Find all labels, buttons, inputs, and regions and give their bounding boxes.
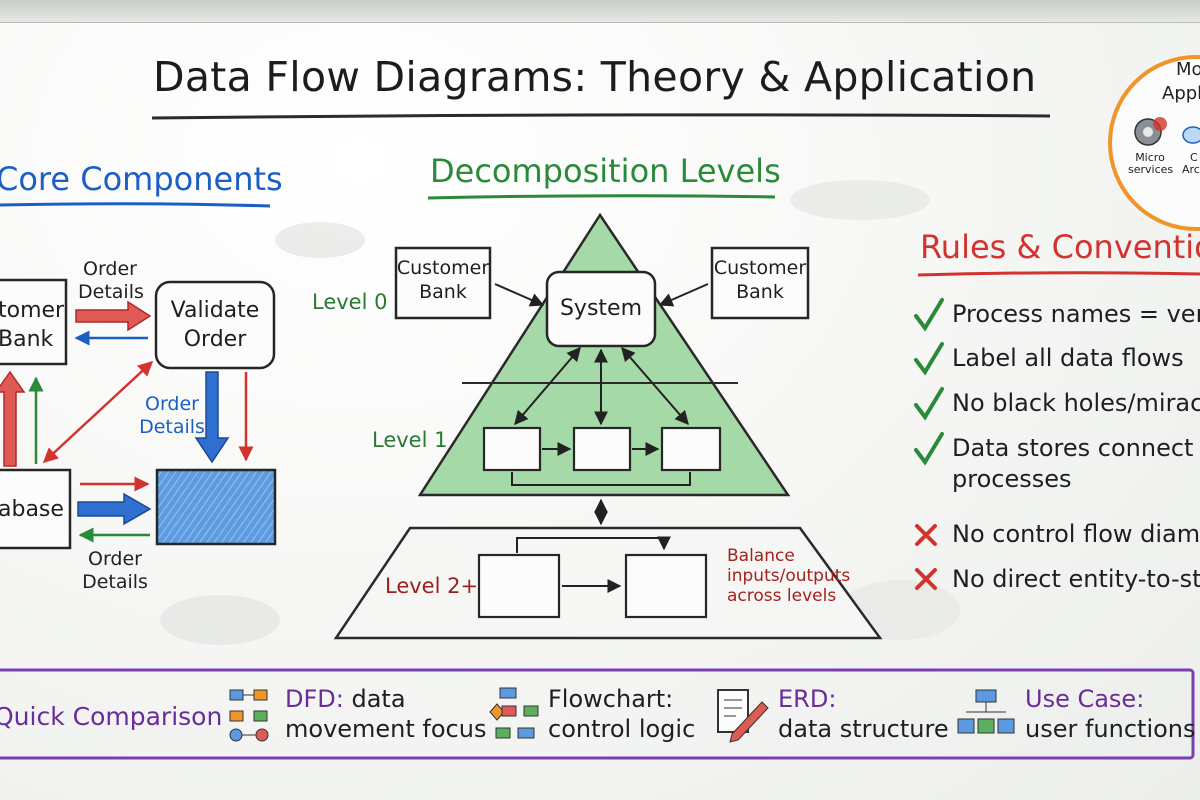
flow-arrow-red [75, 300, 152, 332]
rule-item: Label all data flows [952, 344, 1184, 372]
level1-box-1 [482, 426, 542, 472]
rule-item: Process names = verb+ [952, 300, 1200, 328]
microservices-label: Micro services [1128, 151, 1174, 176]
hierarchy-icon [957, 689, 1015, 734]
comparison-item-use-case: Use Case: user functions [1025, 685, 1196, 743]
entity-right-box [710, 246, 810, 320]
flow-arrow-blue-down [194, 371, 230, 464]
whiteboard-frame [0, 0, 1200, 23]
level-0-label: Level 0 [312, 290, 388, 314]
level-2-label: Level 2+ [385, 574, 479, 598]
entity-left-box [394, 246, 492, 320]
gear-icon [1134, 117, 1167, 146]
title-underline [151, 113, 1051, 120]
cloud-architecture-label: C Archi [1182, 151, 1200, 176]
comparison-item-erd: ERD: data structure [778, 685, 949, 743]
database-box [0, 468, 72, 550]
entity-left-label: Customer Bank [396, 257, 490, 303]
cloud-icon [1182, 126, 1200, 144]
level2-box-2 [624, 553, 708, 619]
check-icon [914, 432, 944, 466]
level2-box-1 [477, 553, 561, 619]
rules-heading-underline [917, 271, 1200, 277]
page-title: Data Flow Diagrams: Theory & Application [153, 53, 1037, 101]
core-heading-underline [0, 202, 271, 208]
database-label: abase [0, 497, 64, 522]
flow-label-order-details: Order Details [139, 393, 205, 438]
dfd-diagram-icon [229, 689, 269, 742]
decomp-heading-underline [427, 194, 776, 200]
level-1-label: Level 1 [372, 428, 448, 452]
flow-arrow-red-diagonal [42, 360, 154, 464]
rule-item-continued: processes [952, 465, 1072, 493]
rule-item-dont: No control flow diamo [952, 520, 1200, 548]
check-icon [914, 342, 944, 376]
flow-label-order-details: Order Details [82, 548, 148, 593]
process-box [154, 280, 276, 370]
flowchart-icon [489, 687, 539, 739]
external-entity-label: tomer Bank [0, 298, 65, 352]
external-entity-box [0, 278, 68, 366]
system-label: System [559, 296, 643, 321]
cross-icon [915, 568, 937, 590]
process-label: Validate Order [170, 298, 260, 352]
comparison-item-flowchart: Flowchart: control logic [548, 685, 696, 743]
system-box [545, 270, 657, 348]
data-store-box [155, 468, 277, 546]
rule-item-dont: No direct entity-to-st [952, 565, 1200, 593]
rules-heading: Rules & Conventio [920, 228, 1200, 266]
comparison-item-dfd: DFD: data movement focus [285, 685, 487, 743]
modern-applications-title: Mo Appli [1162, 59, 1200, 104]
rule-item: Data stores connect o [952, 434, 1200, 462]
check-icon [914, 387, 944, 421]
flow-arrow-red-up [0, 370, 26, 467]
core-components-heading: Core Components [0, 160, 283, 198]
decomposition-heading: Decomposition Levels [430, 152, 781, 190]
entity-right-label: Customer Bank [713, 257, 807, 303]
quick-comparison-heading: Quick Comparison [0, 702, 223, 731]
level1-box-2 [572, 426, 632, 472]
cross-icon [915, 524, 937, 546]
rule-item: No black holes/miracle [952, 389, 1200, 417]
balance-note: Balance inputs/outputs across levels [727, 546, 851, 606]
check-icon [914, 298, 944, 332]
level1-box-3 [660, 426, 722, 472]
quick-comparison-panel [0, 668, 1195, 760]
flow-arrow-blue-right [77, 492, 152, 526]
erd-document-pencil-icon [717, 689, 769, 743]
flow-label-order-details: Order Details [78, 258, 144, 303]
